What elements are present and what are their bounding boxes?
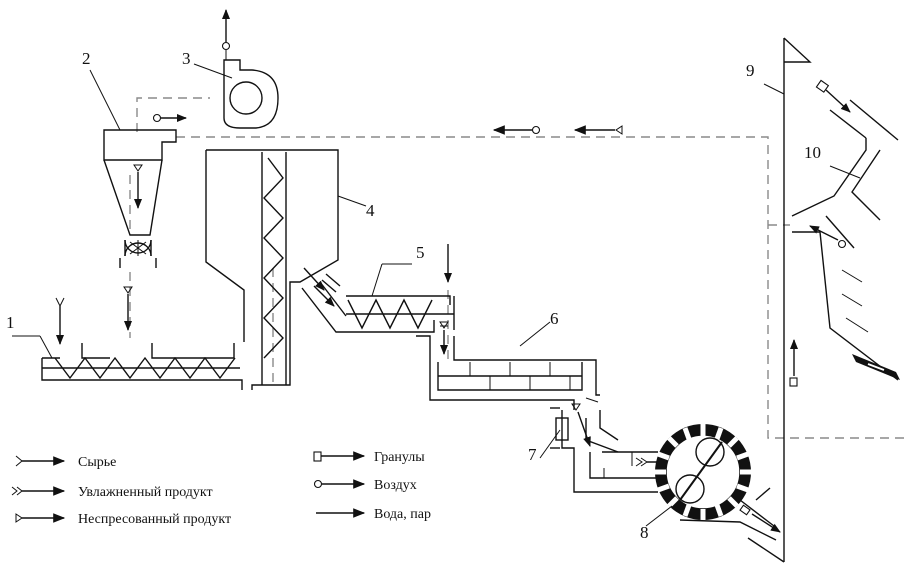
label-3: 3 <box>182 49 191 68</box>
label-8: 8 <box>640 523 649 542</box>
legend-raw-label: Сырье <box>78 455 116 470</box>
screw-mixer-1 <box>41 286 243 390</box>
legend-water: Вода, пар <box>316 507 431 522</box>
fan-3 <box>221 9 279 129</box>
label-1: 1 <box>6 313 15 332</box>
conditioner-4 <box>205 149 347 390</box>
legend-air: Воздух <box>313 478 417 493</box>
cooler-column-9 <box>747 37 812 563</box>
screw-feeder-5 <box>346 244 455 333</box>
legend-unpressed: Неспресованный продукт <box>15 512 231 527</box>
air-return-arrows <box>492 125 623 135</box>
cooler-louvres-10 <box>791 79 900 381</box>
label-7: 7 <box>528 445 537 464</box>
legend-air-label: Воздух <box>374 478 417 493</box>
label-6: 6 <box>550 309 559 328</box>
label-4: 4 <box>366 201 375 220</box>
label-5: 5 <box>416 243 425 262</box>
label-2: 2 <box>82 49 91 68</box>
legend: Сырье Увлажненный продукт Неспресованный… <box>11 450 431 527</box>
leader-lines <box>12 63 861 527</box>
legend-raw: Сырье <box>15 455 116 470</box>
legend-unpressed-label: Неспресованный продукт <box>78 512 231 527</box>
legend-granules: Гранулы <box>313 450 425 465</box>
label-10: 10 <box>804 143 821 162</box>
legend-granules-label: Гранулы <box>374 450 425 465</box>
label-9: 9 <box>746 61 755 80</box>
conveyor-6 <box>416 321 600 410</box>
legend-moist-label: Увлажненный продукт <box>78 485 213 500</box>
pellet-press-8 <box>655 424 781 541</box>
cyclone-2 <box>103 113 187 268</box>
air-duct-lines <box>129 97 905 439</box>
legend-water-label: Вода, пар <box>374 507 431 522</box>
dispenser-7 <box>550 397 679 493</box>
legend-moist: Увлажненный продукт <box>11 485 213 500</box>
